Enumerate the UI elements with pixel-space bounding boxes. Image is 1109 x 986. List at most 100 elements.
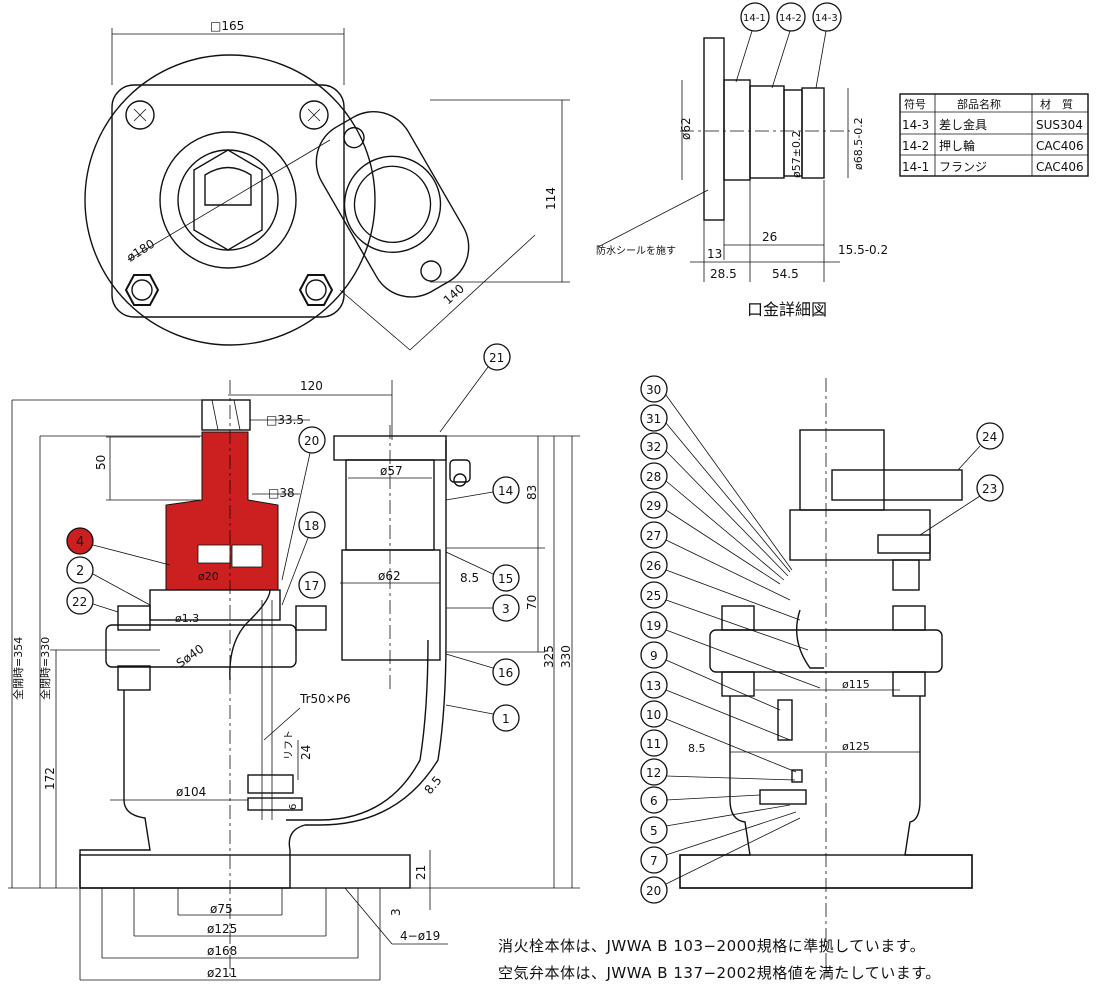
lift-value: 24 [299, 745, 313, 760]
right-dim-125: ø125 [842, 740, 870, 753]
detail-dim-54-5: 54.5 [772, 267, 799, 281]
svg-text:32: 32 [646, 440, 661, 454]
table-header-code: 符号 [904, 98, 926, 111]
table-cell-code: 14-1 [902, 160, 929, 174]
callout-16: 16 [445, 653, 520, 686]
callout-18: 18 [281, 511, 326, 606]
table-cell-name: 差し金具 [939, 117, 987, 132]
parts-table: 符号 部品名称 材 質 14-3 差し金具 SUS304 14-2 押し輪 CA… [899, 93, 1089, 177]
callout-25: 25 [640, 581, 809, 651]
callout-12: 12 [640, 758, 796, 786]
svg-text:14: 14 [498, 484, 513, 498]
detail-callout-14-1: 14-1 [735, 2, 770, 83]
dim-83: 83 [525, 485, 539, 500]
dim-330: 330 [559, 645, 573, 668]
callout-29: 29 [640, 491, 781, 585]
svg-text:20: 20 [304, 434, 319, 448]
dim-172: 172 [43, 767, 57, 790]
dim-325: 325 [542, 645, 556, 668]
dim-20: ø20 [198, 570, 219, 583]
callout-1: 1 [445, 704, 520, 732]
svg-text:20: 20 [646, 884, 661, 898]
svg-text:31: 31 [646, 412, 661, 426]
table-cell-material: CAC406 [1036, 160, 1084, 174]
detail-dim-13: 13 [707, 247, 722, 261]
table-cell-name: 押し輪 [939, 138, 975, 153]
svg-text:3: 3 [502, 602, 510, 616]
table-cell-name: フランジ [939, 160, 987, 174]
callout-11: 11 [640, 729, 668, 757]
thread-label: Tr50×P6 [299, 692, 351, 706]
table-cell-code: 14-2 [902, 139, 929, 153]
dim-70: 70 [525, 595, 539, 610]
detail-dim-57: ø57±0.2 [790, 131, 803, 178]
callout-20-right: 20 [640, 817, 801, 904]
callout-10: 10 [640, 700, 797, 773]
note-hydrant-standard: 消火栓本体は、JWWA B 103−2000規格に準拠しています。 [498, 937, 926, 955]
callout-26: 26 [640, 551, 801, 621]
detail-title: 口金詳細図 [747, 300, 827, 319]
dim-57: ø57 [380, 464, 403, 478]
callout-17: 17 [298, 571, 326, 599]
callout-19: 19 [640, 611, 821, 689]
callout-15: 15 [445, 551, 520, 592]
dim-104: ø104 [176, 785, 206, 799]
svg-text:26: 26 [646, 559, 661, 573]
detail-dim-62: ø62 [679, 117, 693, 140]
dim-square-38: □38 [268, 486, 295, 500]
detail-dim-68-5: ø68.5-0.2 [852, 117, 865, 170]
table-cell-code: 14-3 [902, 118, 929, 132]
svg-text:9: 9 [650, 649, 658, 663]
table-cell-material: CAC406 [1036, 139, 1084, 153]
dim-211: ø211 [207, 966, 237, 980]
svg-text:24: 24 [982, 430, 997, 444]
svg-text:27: 27 [646, 529, 661, 543]
table-header-material: 材 質 [1040, 97, 1073, 111]
detail-seal-note: 防水シールを施す [596, 244, 676, 257]
table-header-name: 部品名称 [957, 97, 1001, 111]
dim-21: 21 [414, 865, 428, 880]
callout-22: 22 [66, 587, 119, 615]
dim-168: ø168 [207, 944, 237, 958]
detail-dim-15-5: 15.5-0.2 [838, 243, 888, 257]
dim-3: 3 [389, 908, 403, 916]
svg-text:22: 22 [72, 595, 87, 609]
detail-dim-28-5: 28.5 [710, 267, 737, 281]
svg-text:14-2: 14-2 [779, 13, 802, 24]
dim-6: 6 [288, 804, 299, 810]
svg-text:14-1: 14-1 [743, 13, 766, 24]
callout-9: 9 [640, 641, 781, 711]
dim-1-3: ø1.3 [175, 612, 199, 625]
callout-31: 31 [640, 404, 791, 573]
callout-30: 30 [640, 375, 793, 571]
svg-text:4: 4 [76, 535, 84, 550]
detail-dim-26: 26 [762, 230, 777, 244]
svg-text:7: 7 [650, 854, 658, 868]
detail-callout-14-2: 14-2 [771, 2, 806, 89]
callout-28: 28 [640, 462, 785, 581]
dim-75: ø75 [210, 902, 233, 916]
svg-text:21: 21 [489, 351, 504, 365]
dim-square-165: □165 [210, 19, 244, 33]
dim-140: 140 [441, 281, 467, 307]
main-section-view: 全開時=354 全閉時=330 172 120 □33.5 □38 50 ø20… [8, 343, 580, 981]
dim-square-33-5: □33.5 [266, 413, 304, 427]
svg-text:30: 30 [646, 383, 661, 397]
svg-text:1: 1 [502, 712, 510, 726]
callout-4: 4 [66, 527, 171, 566]
dim-8-5-elbow: 8.5 [422, 773, 445, 797]
svg-text:15: 15 [498, 572, 513, 586]
svg-text:28: 28 [646, 470, 661, 484]
dim-holes: 4−ø19 [400, 929, 440, 943]
dim-50: 50 [94, 455, 108, 470]
callout-21: 21 [439, 343, 511, 433]
lift-label: リフト [284, 730, 295, 760]
svg-text:13: 13 [646, 679, 661, 693]
dim-full-open-354: 全開時=354 [11, 637, 25, 700]
svg-text:18: 18 [304, 519, 319, 533]
callout-13: 13 [640, 671, 791, 741]
svg-text:14-3: 14-3 [815, 13, 838, 24]
callout-2: 2 [66, 556, 151, 606]
dim-125: ø125 [207, 922, 237, 936]
